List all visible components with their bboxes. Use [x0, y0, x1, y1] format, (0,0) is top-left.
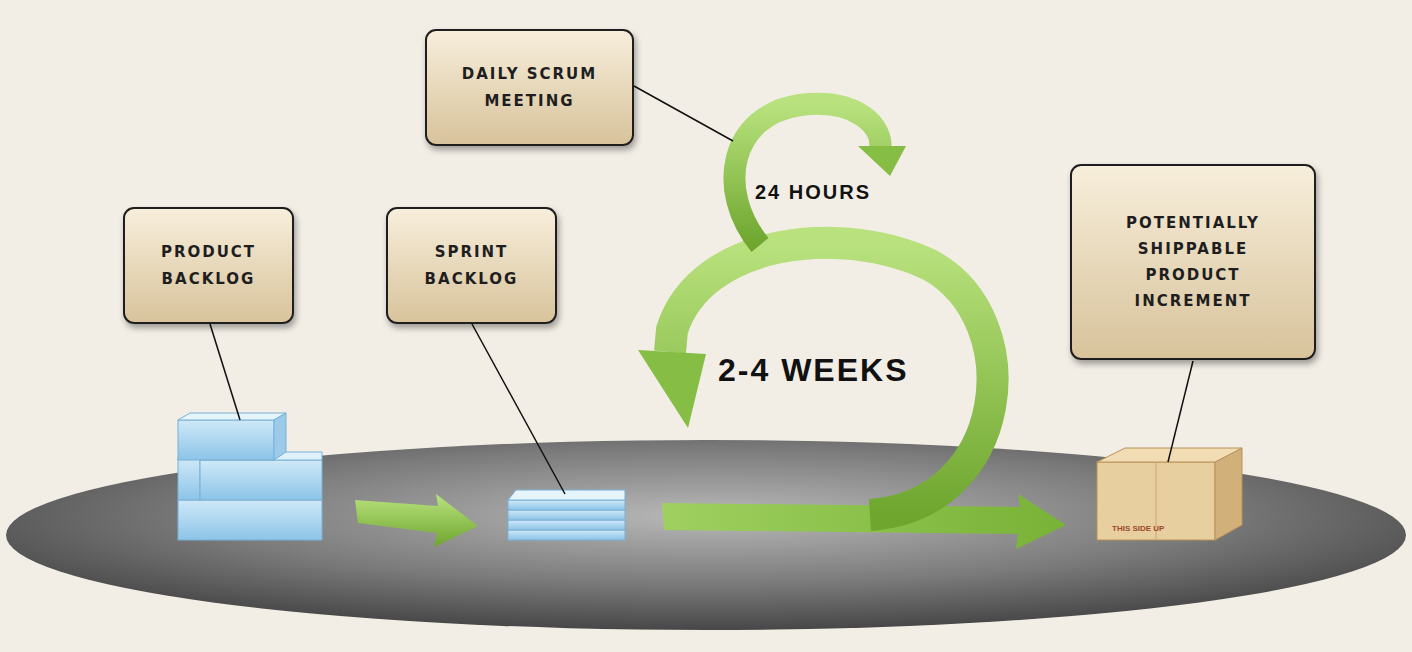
box-label: SPRINT BACKLOG	[406, 239, 537, 292]
sprint-loop	[670, 243, 993, 515]
product-backlog-stack	[178, 413, 322, 540]
leader-lines	[210, 86, 1193, 494]
callout-box: DAILY SCRUM MEETING	[425, 29, 634, 146]
box-label: DAILY SCRUM MEETING	[441, 61, 618, 114]
callout-box: SPRINT BACKLOG	[386, 207, 557, 324]
flow-arrow	[355, 494, 478, 547]
floor-ellipse	[6, 440, 1406, 630]
daily-loop	[734, 104, 880, 245]
box-label: POTENTIALLY SHIPPABLE PRODUCT INCREMENT	[1108, 210, 1278, 315]
box-label: PRODUCT BACKLOG	[143, 239, 274, 292]
sprint-loop-head	[638, 350, 706, 428]
sprint-arrow	[662, 494, 1066, 549]
shipping-carton	[1097, 448, 1242, 540]
carton-marking: THIS SIDE UP	[1112, 524, 1164, 533]
daily-loop-head	[858, 146, 906, 176]
duration-label: 2-4 WEEKS	[718, 352, 908, 389]
callout-box: PRODUCT BACKLOG	[123, 207, 294, 324]
callout-box: POTENTIALLY SHIPPABLE PRODUCT INCREMENT	[1070, 164, 1316, 360]
duration-label: 24 HOURS	[755, 181, 871, 204]
sprint-backlog-stack	[508, 490, 625, 540]
